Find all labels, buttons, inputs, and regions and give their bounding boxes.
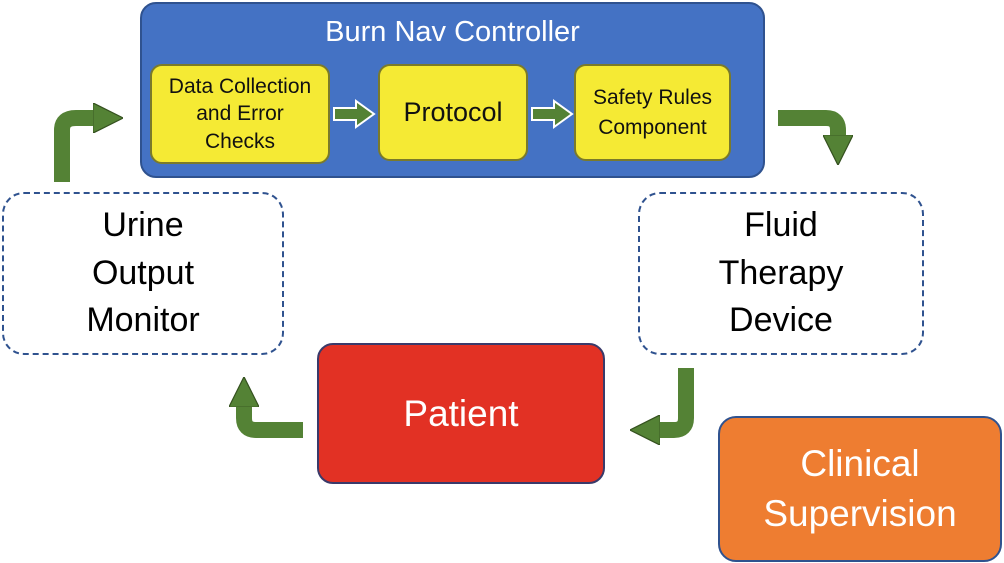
arrow-protocol-to-safety [531, 99, 574, 129]
urine-output-monitor: Urine Output Monitor [2, 192, 284, 355]
clinical-supervision: Clinical Supervision [718, 416, 1002, 562]
arrow-controller-to-fluid [778, 110, 838, 150]
controller-title: Burn Nav Controller [325, 16, 580, 48]
data-collection-component: Data Collection and Error Checks [150, 64, 330, 164]
fluid-therapy-device: Fluid Therapy Device [638, 192, 924, 355]
arrow-data-to-protocol [333, 99, 376, 129]
arrow-patient-to-urine [244, 392, 303, 438]
safety-rules-component: Safety Rules Component [574, 64, 731, 161]
protocol-component: Protocol [378, 64, 528, 161]
patient: Patient [317, 343, 605, 484]
burn-nav-controller: Burn Nav Controller Data Collection and … [140, 2, 765, 178]
arrow-urine-to-controller [54, 118, 108, 182]
arrow-fluid-to-patient [645, 368, 694, 430]
